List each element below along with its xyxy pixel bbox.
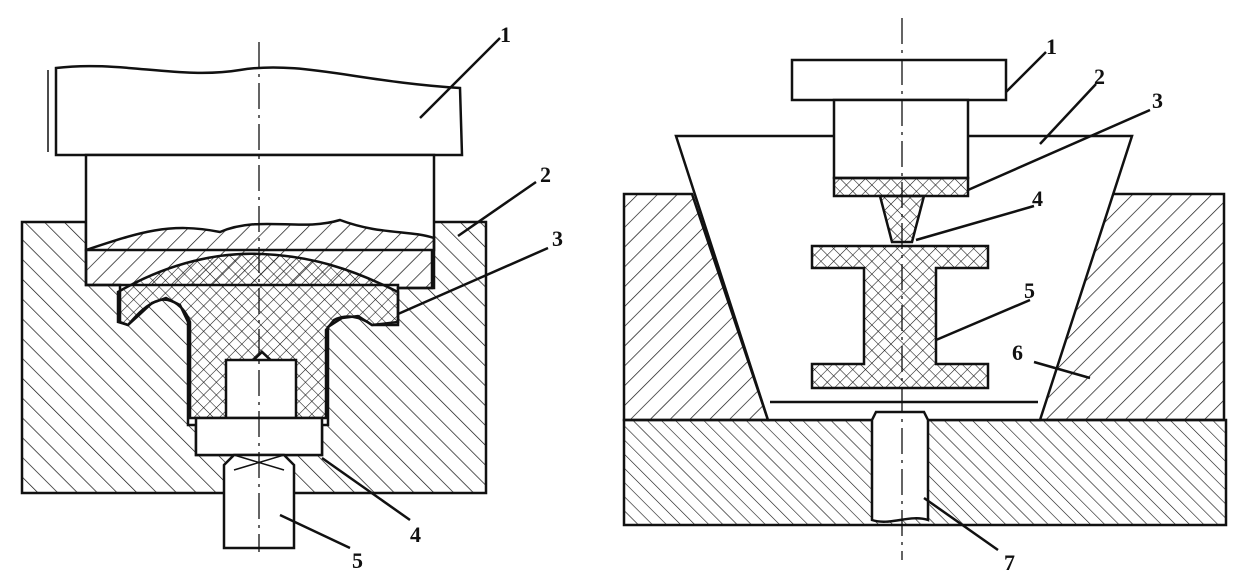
right-ejector-pin (870, 410, 930, 523)
right-label-7: 7 (1004, 550, 1015, 575)
right-sprue (878, 194, 926, 244)
right-mold-figure: 1 2 3 4 5 6 7 (622, 18, 1228, 575)
left-leader-4 (321, 456, 411, 522)
right-leader-6 (1033, 360, 1091, 380)
right-leader-4 (915, 204, 1035, 242)
right-leader-5 (935, 298, 1031, 342)
right-casting (810, 244, 990, 390)
right-leader-1 (1005, 51, 1047, 93)
right-leader-7 (923, 496, 999, 552)
left-label-5: 5 (352, 548, 363, 573)
right-label-1: 1 (1046, 34, 1057, 59)
left-label-2: 2 (540, 162, 551, 187)
right-leader-2 (1039, 83, 1097, 145)
left-casting (116, 252, 400, 420)
left-label-3: 3 (552, 226, 563, 251)
right-leader-3 (967, 108, 1151, 192)
right-label-2: 2 (1094, 64, 1105, 89)
right-plunger-stem (832, 98, 970, 180)
left-plunger-head (54, 64, 464, 157)
left-label-1: 1 (500, 22, 511, 47)
left-leader-2 (457, 180, 537, 238)
left-core-block (224, 358, 298, 420)
left-leader-3 (397, 246, 549, 316)
right-label-4: 4 (1032, 186, 1043, 211)
right-plunger-top (790, 58, 1008, 102)
left-label-4: 4 (410, 522, 421, 547)
left-mold-figure: 1 2 3 4 5 (20, 22, 563, 573)
right-label-3: 3 (1152, 88, 1163, 113)
right-material-pad (832, 176, 970, 198)
left-leader-5 (279, 513, 351, 550)
right-label-6: 6 (1012, 340, 1023, 365)
left-leader-1 (419, 37, 501, 119)
right-label-5: 5 (1024, 278, 1035, 303)
